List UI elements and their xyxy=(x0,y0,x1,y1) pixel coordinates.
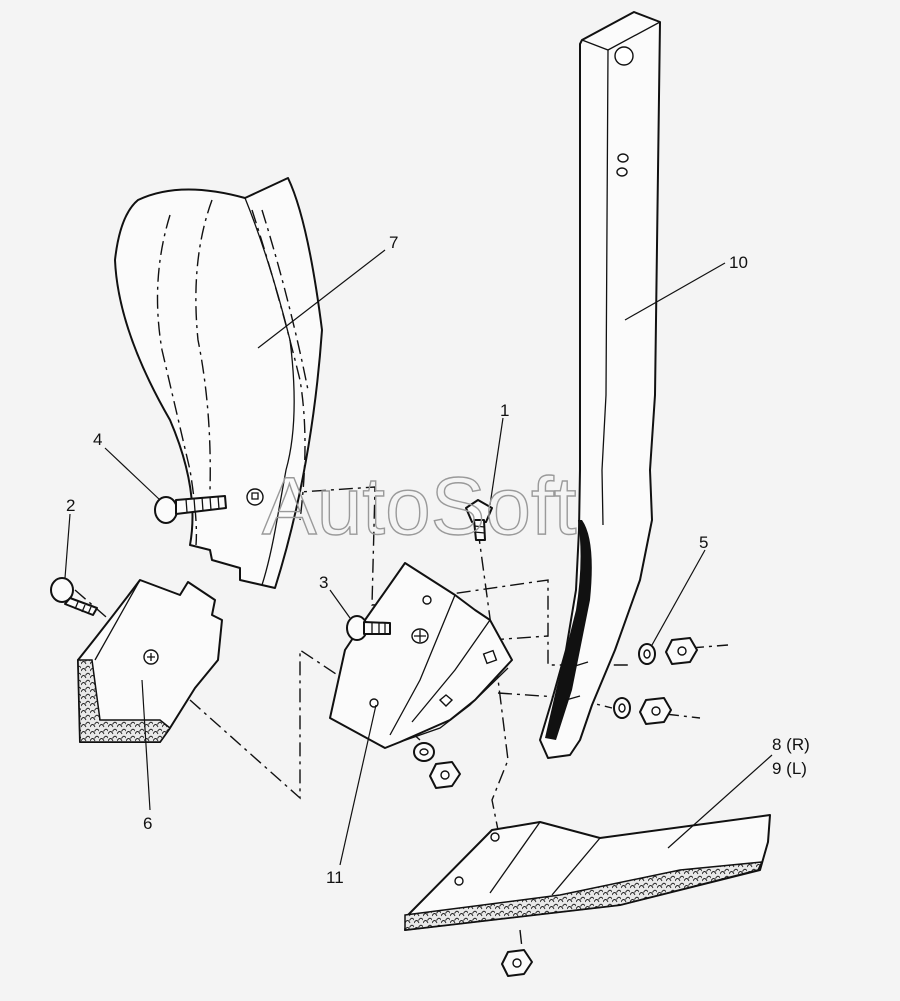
callout-10: 10 xyxy=(729,253,748,272)
bolt-part-4 xyxy=(154,495,227,524)
callout-9: 9 (L) xyxy=(772,759,807,778)
leader-lines xyxy=(64,249,773,866)
callout-labels: 1 2 3 4 5 6 7 8 (R) 9 (L) 10 11 xyxy=(66,233,810,887)
callout-4: 4 xyxy=(93,430,102,449)
bracket-part-11 xyxy=(329,562,513,749)
callout-5: 5 xyxy=(699,533,708,552)
bolt-part-2 xyxy=(50,577,98,616)
bolt-part-3 xyxy=(346,615,391,641)
share-part-8-9 xyxy=(404,814,771,931)
washer-nut-part-5 xyxy=(413,637,698,977)
callout-7: 7 xyxy=(389,233,398,252)
moldboard-part-7 xyxy=(114,177,323,589)
bolt-part-1 xyxy=(465,499,493,541)
shank-part-10 xyxy=(539,11,661,759)
callout-3: 3 xyxy=(319,573,328,592)
callout-8: 8 (R) xyxy=(772,735,810,754)
callout-2: 2 xyxy=(66,496,75,515)
watermark: AutoSoft xyxy=(262,461,577,552)
point-part-6 xyxy=(77,579,223,743)
callout-1: 1 xyxy=(500,401,509,420)
callout-6: 6 xyxy=(143,814,152,833)
callout-11: 11 xyxy=(326,868,344,887)
